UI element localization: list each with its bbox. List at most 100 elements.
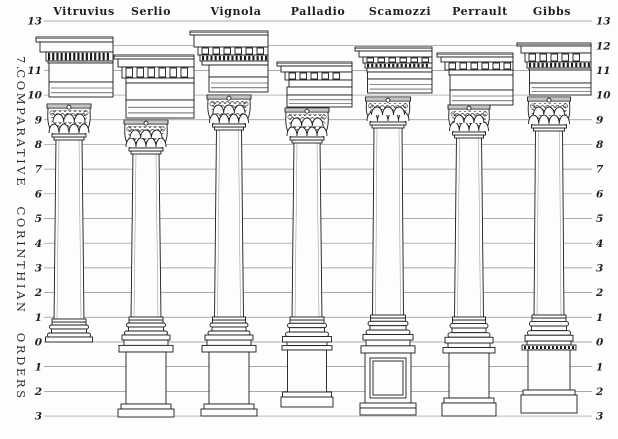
dentil (260, 55, 263, 61)
modillion (147, 67, 155, 78)
capital-fleuron (385, 97, 391, 103)
shaft-contour-left (536, 130, 539, 316)
modillion (388, 57, 396, 63)
shaft-contour-right (559, 130, 562, 316)
base-plinth (282, 336, 332, 343)
dentil (392, 63, 395, 68)
dentil (396, 63, 399, 68)
pedestal-cap-upper (206, 339, 252, 346)
shaft-contour-left (217, 129, 220, 318)
capital-astragal (531, 124, 567, 129)
column-perrault (436, 52, 514, 417)
modillion (245, 47, 253, 55)
pedestal-die (208, 351, 250, 405)
scale-label-left-4: 4 (35, 238, 42, 250)
pedestal-plinth (441, 402, 497, 417)
dentil (375, 63, 378, 68)
base-fillet (370, 317, 406, 322)
capital-fleuron (66, 104, 72, 110)
capital-acanthus-lower (528, 114, 570, 125)
pedestal-dentil (552, 346, 554, 349)
bed-molding (201, 60, 269, 66)
capital-acanthus-upper (453, 114, 485, 124)
pedestal-die (287, 349, 327, 393)
scale-label-right--1: 1 (596, 361, 603, 373)
pedestal-plinth (359, 407, 417, 416)
scale-label-left-7: 7 (35, 164, 43, 176)
capital-astragal (369, 121, 407, 126)
pedestal-dentil (572, 346, 574, 349)
shaft-apophyge (452, 316, 486, 321)
bed-molding (125, 77, 195, 84)
shaft-contour-right (316, 142, 320, 318)
shaft-contour-left (294, 142, 298, 318)
dentil (210, 55, 213, 61)
capital-volute-left (126, 126, 132, 132)
pedestal-dentil (556, 346, 558, 349)
scale-label-right-4: 4 (596, 238, 603, 250)
capital-acanthus-lower (449, 121, 489, 132)
base-torus-upper (209, 322, 249, 328)
modillion (421, 57, 429, 63)
capital-fleuron (304, 108, 310, 114)
modillion (169, 67, 177, 78)
base-torus-lower (285, 331, 329, 337)
capital-acanthus-upper (290, 117, 324, 127)
scale-label-left--1: 1 (35, 361, 42, 373)
dentil (239, 55, 242, 61)
dentil (94, 52, 97, 61)
capital-acanthus-upper (212, 104, 246, 114)
pedestal-cap-upper (526, 340, 572, 346)
dentil (98, 52, 101, 61)
pedestal-panel-inner (372, 360, 404, 396)
scale-label-left-3: 3 (35, 263, 42, 275)
cornice-cymatium (113, 54, 195, 60)
cornice-cymatium (189, 30, 269, 36)
dentil (202, 55, 205, 61)
scale-label-right-9: 9 (596, 114, 604, 126)
base-torus-lower (207, 330, 251, 336)
pedestal-plinth (280, 396, 334, 408)
dentil (379, 63, 382, 68)
modillion (234, 47, 242, 55)
shaft (372, 124, 404, 319)
scale-label-left-10: 10 (27, 90, 42, 102)
capital-volute-left (530, 103, 535, 109)
capital-volute-right (83, 110, 89, 116)
cornice-cymatium (35, 36, 114, 43)
column-serlio (113, 54, 195, 418)
cornice-corona (440, 56, 514, 63)
shaft-contour-left (56, 139, 60, 320)
dentil (571, 62, 574, 68)
dentil (579, 62, 582, 68)
pedestal-cap (360, 345, 416, 354)
dentil (218, 55, 221, 61)
base-torus-lower (124, 330, 168, 336)
modillion (125, 67, 133, 78)
capital-fleuron (226, 95, 232, 101)
scale-label-right--2: 2 (595, 386, 603, 398)
base-fillet (452, 319, 486, 324)
pedestal-cap-upper (447, 342, 491, 348)
dentil (248, 55, 251, 61)
scale-label-left-5: 5 (35, 213, 42, 225)
scale-label-right-7: 7 (596, 164, 604, 176)
dentil (206, 55, 209, 61)
pedestal-base-molding (120, 403, 172, 410)
scale-label-left--3: 3 (35, 411, 42, 423)
frieze (449, 74, 514, 91)
shaft-apophyge (370, 314, 406, 319)
capital-volute-right (243, 101, 249, 107)
pedestal-die (527, 349, 571, 391)
dentil (77, 52, 80, 61)
capital-volute-left (49, 110, 55, 116)
column-gibbs (516, 42, 592, 414)
pedestal-plinth (520, 394, 578, 414)
capital-volute-right (403, 103, 408, 109)
column-vitruvius (35, 36, 114, 343)
base-plinth (204, 334, 254, 341)
scale-label-right-2: 2 (595, 287, 603, 299)
modillion (256, 47, 264, 55)
capital-fleuron (143, 120, 149, 126)
